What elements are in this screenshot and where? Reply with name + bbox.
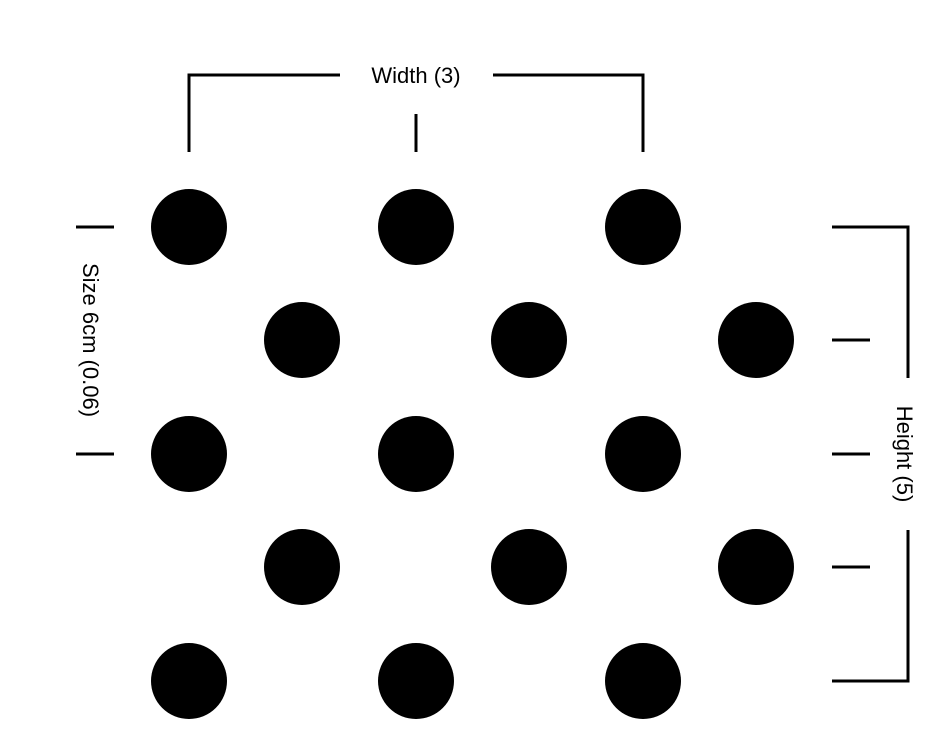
dot	[378, 643, 454, 719]
dot	[605, 189, 681, 265]
width-bracket-left	[187, 73, 340, 152]
dot-grid	[151, 189, 794, 719]
width-bracket-right	[493, 73, 645, 152]
height-bracket-bottom	[832, 530, 910, 683]
dot	[264, 529, 340, 605]
dot	[151, 643, 227, 719]
size-label: Size 6cm (0.06)	[78, 263, 103, 417]
size-indicator: Size 6cm (0.06)	[76, 225, 114, 456]
height-bracket: Height (5)	[832, 225, 917, 683]
dot	[264, 302, 340, 378]
dot	[378, 416, 454, 492]
dot	[491, 529, 567, 605]
dot	[151, 189, 227, 265]
dot	[151, 416, 227, 492]
dot	[718, 529, 794, 605]
dot	[378, 189, 454, 265]
width-label: Width (3)	[371, 63, 460, 88]
dot	[605, 643, 681, 719]
height-label: Height (5)	[892, 406, 917, 503]
dot	[718, 302, 794, 378]
height-bracket-top	[832, 225, 910, 378]
dot	[605, 416, 681, 492]
width-bracket: Width (3)	[187, 63, 645, 152]
dot	[491, 302, 567, 378]
